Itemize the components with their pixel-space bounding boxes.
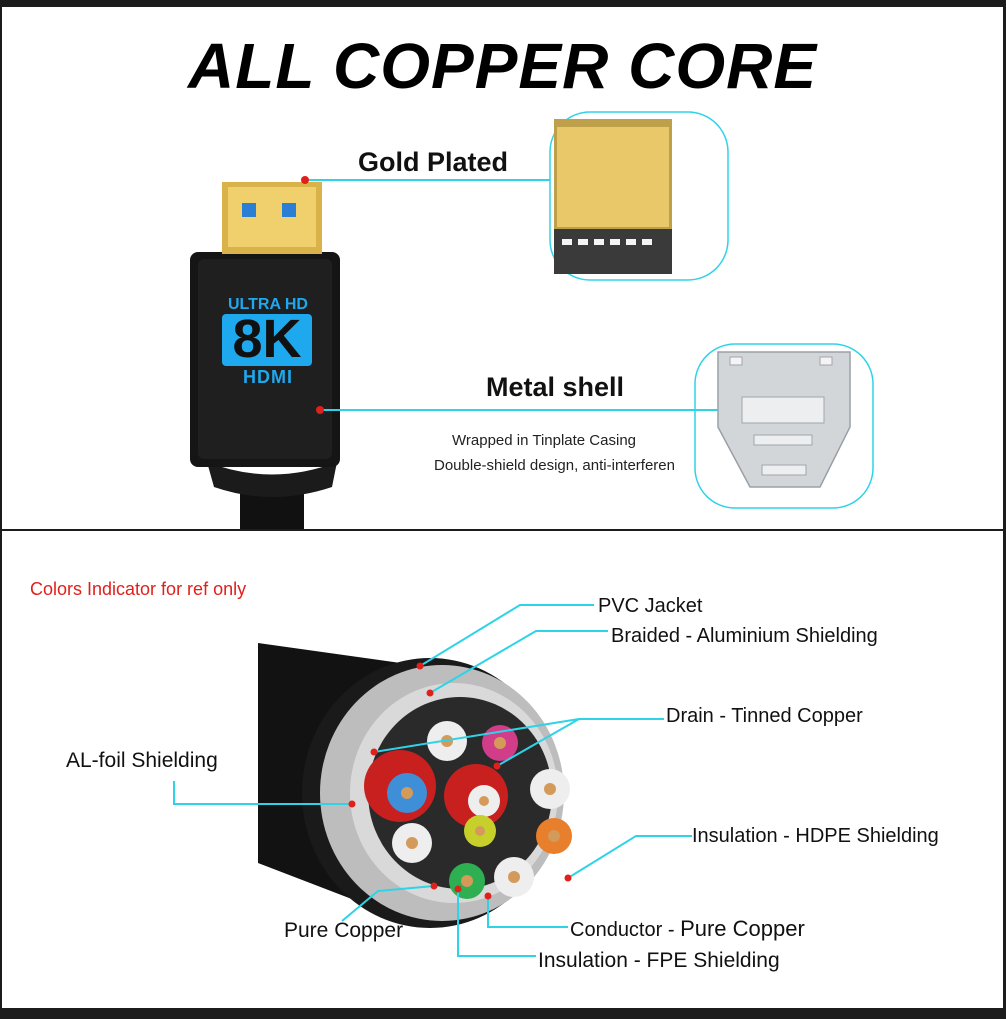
connector-illustration [190,111,874,529]
braided-leader [429,630,608,694]
ultra-hd-badge-text: ULTRA HD [228,296,308,313]
fpe-leader [457,889,536,957]
metal-shell-label: Metal shell [486,372,625,402]
cross-section-panel: Colors Indicator for ref only PVC Jacket… [2,531,1003,1008]
8k-badge [222,314,312,366]
hdpe-leader [567,835,692,879]
pvc-leader [419,604,594,667]
shell-leader-dot [316,406,324,414]
conductor-leader [487,896,568,928]
conductor-value: Pure Copper [680,916,805,941]
fpe-insulation-label: Insulation - FPE Shielding [538,949,780,972]
shell-note-1: Wrapped in Tinplate Casing [452,432,636,449]
plug-window-left [242,203,256,217]
drain-copper-label: Drain - Tinned Copper [666,705,863,727]
pure-copper-label: Pure Copper [284,919,404,942]
alfoil-leader [173,781,352,805]
purecopper-leader [341,885,435,922]
al-foil-label: AL-foil Shielding [66,749,218,772]
connector-panel: ALL COPPER CORE ULTRA HD 8K HD [2,7,1003,529]
conductor-label: Conductor - Pure Copper [570,916,805,942]
shell-note-2: Double-shield design, anti-interferen [434,457,675,474]
hdmi-logo-text: HDMI [243,367,293,387]
cable-neck [207,462,337,497]
page-title: ALL COPPER CORE [188,30,817,102]
hdpe-insulation-label: Insulation - HDPE Shielding [692,825,939,847]
colors-note: Colors Indicator for ref only [30,579,247,599]
gold-leader-dot [301,176,309,184]
cable-cross-section [173,604,692,957]
conductor-prefix: Conductor - [570,919,681,941]
pvc-jacket-label: PVC Jacket [598,595,703,617]
drain-leader-b [496,718,580,767]
plug-window-right [282,203,296,217]
gold-plated-label: Gold Plated [358,147,509,177]
braided-shielding-label: Braided - Aluminium Shielding [611,625,878,647]
8k-badge-text: 8K [232,309,302,369]
